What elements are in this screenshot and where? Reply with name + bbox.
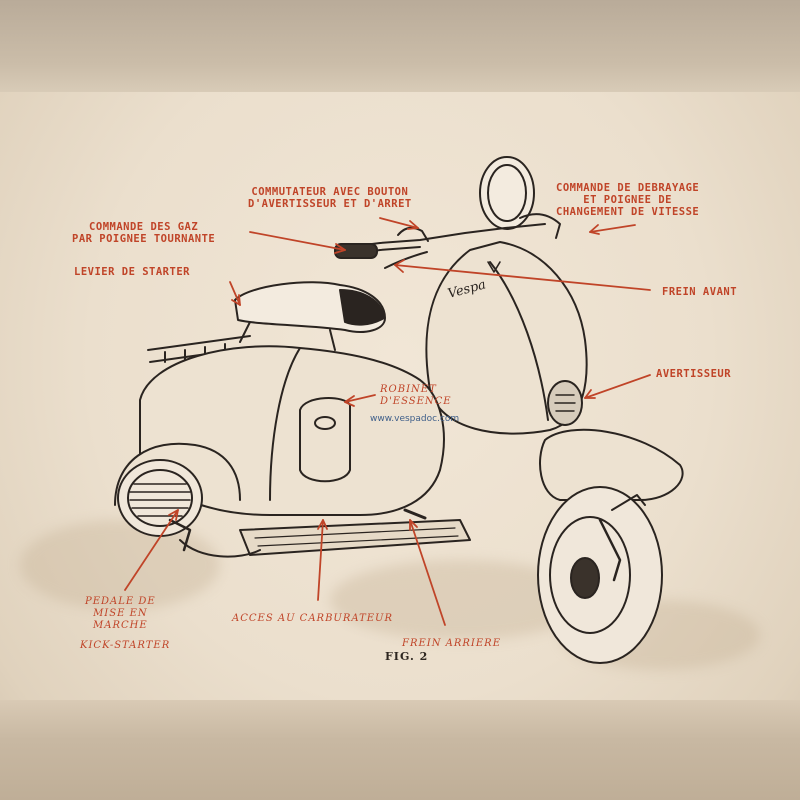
arrow-frein-avant	[394, 264, 651, 291]
page-top-edge	[0, 0, 800, 92]
label-kick-starter: KICK-STARTER	[80, 640, 171, 651]
leg-shield	[425, 241, 588, 435]
label-acces-carburateur: ACCES AU CARBURATEUR	[232, 613, 393, 624]
arrow-commutateur	[379, 217, 419, 229]
arrow-starter	[229, 281, 241, 306]
page-bottom-edge	[0, 700, 800, 800]
carburettor-panel	[299, 397, 351, 483]
kick-start-pedal	[168, 518, 192, 552]
arrow-carburateur	[317, 519, 324, 601]
label-frein-arriere: FREIN ARRIERE	[402, 638, 502, 649]
leader-lines	[124, 217, 651, 626]
arrow-robinet	[344, 394, 376, 403]
throttle-grip	[334, 243, 378, 259]
label-avertisseur: AVERTISSEUR	[656, 368, 732, 380]
arrow-gaz	[249, 231, 346, 251]
arrow-frein-arriere	[409, 519, 446, 626]
front-fender	[539, 428, 684, 501]
label-frein-avant: FREIN AVANT	[662, 286, 738, 298]
arrow-debrayage	[589, 224, 636, 233]
label-levier-starter: LEVIER DE STARTER	[74, 266, 190, 278]
clutch-lever	[519, 213, 561, 239]
arrow-avertisseur	[584, 374, 651, 399]
water-stain	[20, 520, 220, 610]
rear-brake-pedal	[403, 508, 427, 520]
engine-cover	[117, 459, 203, 537]
front-wheel	[537, 486, 663, 664]
arrow-pedale	[124, 509, 179, 591]
figure-caption: FIG. 2	[385, 650, 429, 663]
watermark: www.vespadoc.com	[370, 414, 460, 424]
